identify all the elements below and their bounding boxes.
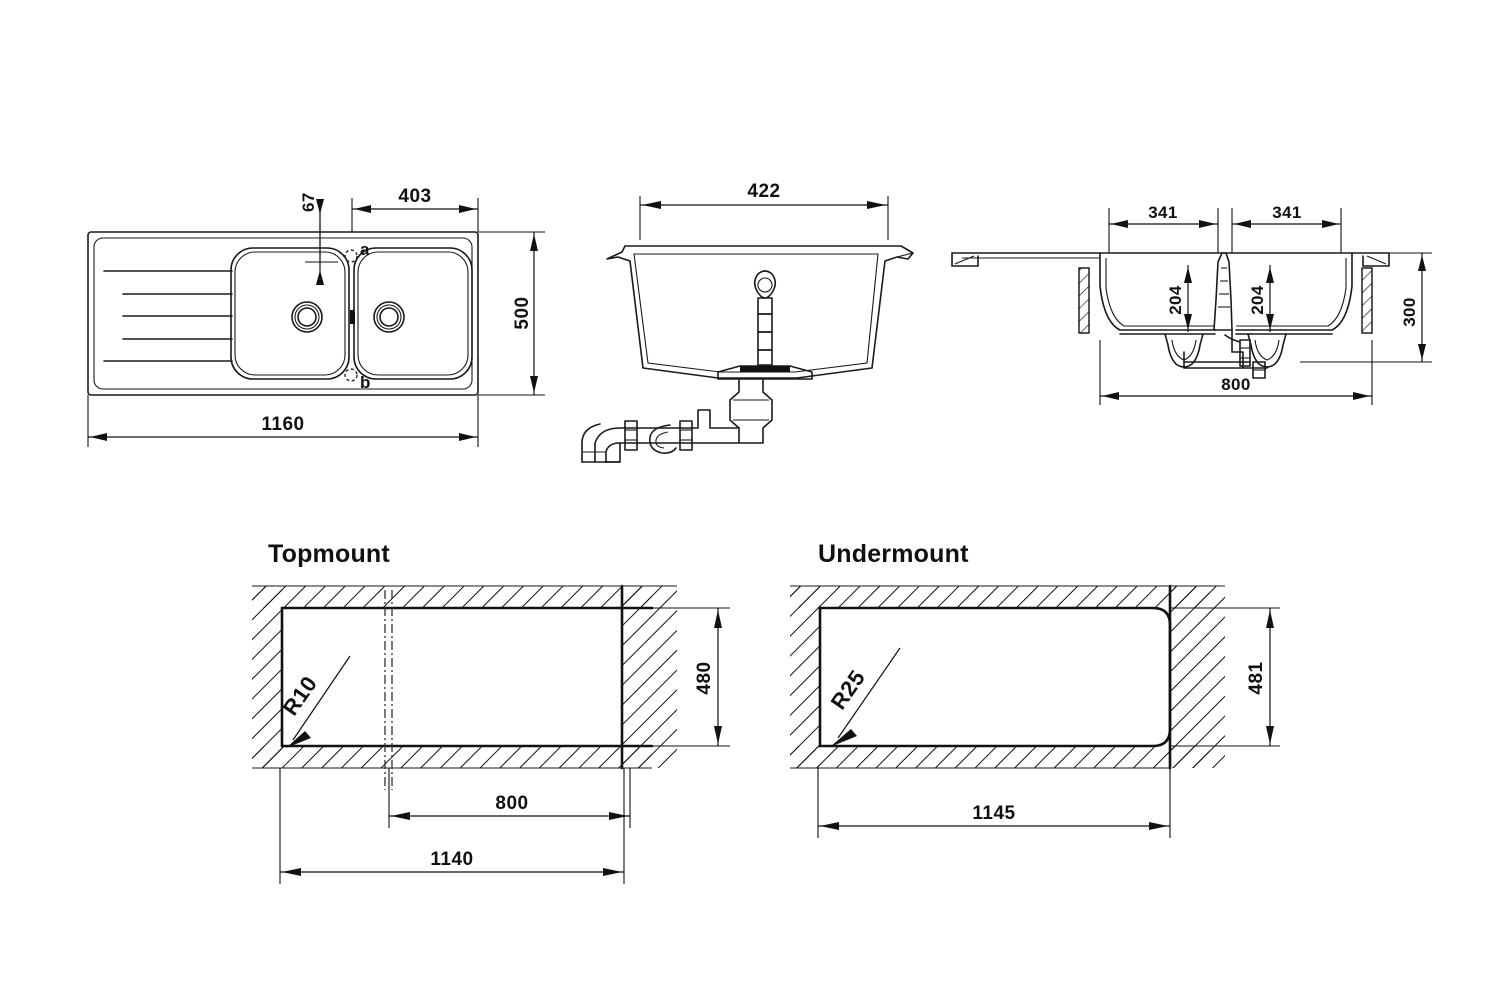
dim-341-left-label: 341 xyxy=(1148,203,1178,222)
dim-1145: 1145 xyxy=(817,768,1171,838)
topmount-worktop-top xyxy=(252,586,652,608)
side-section-view: 341 341 xyxy=(951,203,1432,405)
sink-inner-rim xyxy=(93,237,473,390)
dim-1140-label: 1140 xyxy=(430,849,473,870)
dim-481-label: 481 xyxy=(1246,661,1267,694)
tap-hole-a-marker xyxy=(344,249,358,263)
dim-204-left-label: 204 xyxy=(1166,285,1185,315)
undermount-worktop-left xyxy=(790,586,820,768)
undermount-cutout: Undermount R25 xyxy=(790,540,1280,838)
dim-341-right-label: 341 xyxy=(1272,203,1302,222)
dim-800-topmount-label: 800 xyxy=(495,793,528,814)
topmount-cutout: Topmount xyxy=(252,540,730,884)
right-bowl-inner xyxy=(357,251,469,376)
left-drain-icon xyxy=(291,301,323,333)
topmount-worktop-left xyxy=(252,586,282,768)
right-drain-icon xyxy=(373,301,405,333)
left-support-wall xyxy=(1078,267,1090,334)
bowl-divider-overflow xyxy=(350,310,355,324)
dim-403: 403 xyxy=(351,186,479,232)
sink-outer-rim xyxy=(87,231,479,396)
dim-1160: 1160 xyxy=(87,395,479,447)
front-section-view: 422 xyxy=(581,181,914,463)
right-support-wall xyxy=(1361,267,1373,334)
waste-pipe-assembly xyxy=(581,409,740,463)
tap-hole-b-marker xyxy=(344,368,358,382)
center-divider xyxy=(1213,252,1233,331)
undermount-worktop-right xyxy=(1170,586,1225,768)
dim-204-right-label: 204 xyxy=(1248,285,1267,315)
left-bowl-wall xyxy=(1099,252,1216,331)
dim-480-label: 480 xyxy=(694,661,715,694)
topmount-opening-fill xyxy=(282,608,622,746)
dim-341-right: 341 xyxy=(1231,203,1342,253)
waste-outlet xyxy=(729,378,773,444)
drainboard-grooves xyxy=(103,270,233,362)
tap-hole-b-label: b xyxy=(360,373,370,392)
dim-1140: 1140 xyxy=(279,768,625,884)
drainboard-end-cap xyxy=(951,252,979,267)
undermount-title: Undermount xyxy=(818,540,969,568)
undermount-worktop-top xyxy=(790,586,1210,608)
dim-1160-label: 1160 xyxy=(261,414,304,435)
tap-hole-a-label: a xyxy=(360,240,370,259)
topmount-worktop-bottom xyxy=(252,746,652,768)
undermount-opening-fill xyxy=(820,608,1170,746)
left-bowl-outline xyxy=(230,247,350,380)
dim-800-side: 800 xyxy=(1099,340,1373,405)
dim-500: 500 xyxy=(478,231,545,396)
bowl-inner-profile xyxy=(633,253,879,373)
dim-204-left: 204 xyxy=(1166,265,1192,332)
bowl-outer-profile xyxy=(606,245,914,379)
dim-300-label: 300 xyxy=(1400,297,1419,327)
dim-204-right: 204 xyxy=(1248,265,1274,332)
dim-422: 422 xyxy=(639,181,889,240)
dim-500-label: 500 xyxy=(512,296,533,329)
dim-341-left: 341 xyxy=(1108,203,1219,253)
strainer-plug-assembly xyxy=(717,270,813,380)
top-view: a b 67 403 xyxy=(87,186,545,447)
right-bowl-outline xyxy=(353,247,473,380)
right-waste-funnel xyxy=(1247,333,1287,368)
right-bowl-wall xyxy=(1235,252,1353,331)
right-end-cap xyxy=(1362,252,1390,267)
left-bowl-inner xyxy=(234,251,346,376)
side-waste-pipe xyxy=(1183,329,1268,379)
dim-422-label: 422 xyxy=(747,181,780,202)
dim-67: 67 xyxy=(299,192,338,285)
dim-403-label: 403 xyxy=(398,186,431,207)
dim-67-label: 67 xyxy=(299,192,318,212)
dim-1145-label: 1145 xyxy=(972,803,1015,824)
topmount-worktop-right xyxy=(622,586,677,768)
dim-300: 300 xyxy=(1300,252,1432,363)
topmount-title: Topmount xyxy=(268,540,390,568)
dim-480: 480 xyxy=(622,607,730,747)
dim-800-topmount: 800 xyxy=(388,768,631,828)
dim-800-side-label: 800 xyxy=(1221,375,1251,394)
undermount-worktop-bottom xyxy=(790,746,1210,768)
dim-481: 481 xyxy=(1170,607,1280,747)
